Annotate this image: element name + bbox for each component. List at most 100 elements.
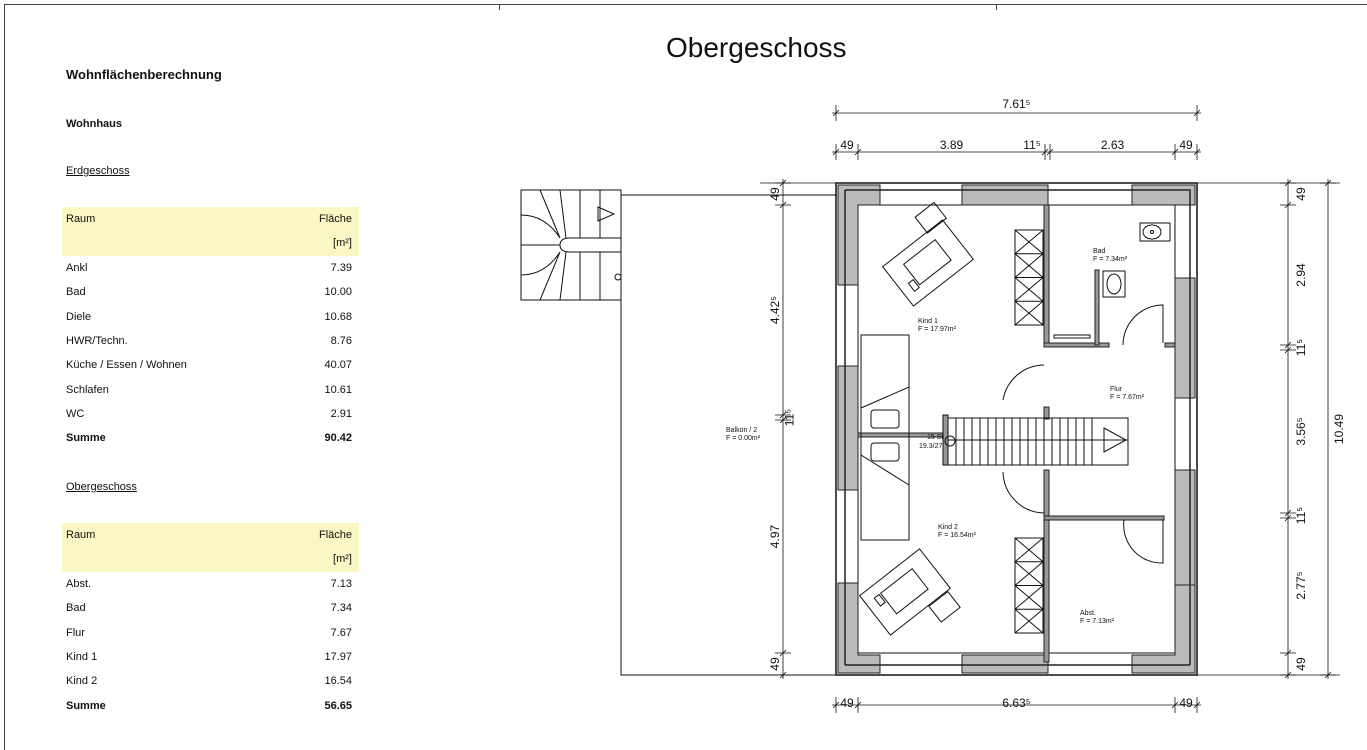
desk (858, 548, 961, 636)
room-area: 7.34 (330, 602, 352, 615)
dimension-label: 4.97 (768, 524, 782, 548)
col-room: Raum (66, 213, 96, 225)
furniture (860, 334, 910, 541)
dimension-label: 49 (1179, 696, 1193, 710)
table-row: Schlafen 10.61 (66, 384, 352, 400)
table-header-row: Raum Fläche (66, 213, 352, 229)
door-kind2 (1002, 471, 1045, 514)
room-name: Flur (66, 626, 85, 639)
wardrobe (1014, 229, 1044, 326)
room-name: Abst. (66, 578, 92, 590)
room-area: 8.76 (330, 334, 352, 347)
door-kind1 (1002, 364, 1045, 401)
internal-stair (942, 414, 1129, 466)
dimension-label: 6.63⁵ (1002, 696, 1030, 710)
page-frame (4, 4, 1367, 750)
room-area: 16.54 (324, 675, 352, 688)
sum-value: 56.65 (324, 699, 352, 712)
dimension-label: 2.77⁵ (1294, 571, 1308, 599)
room-name: Kind 1 (66, 650, 98, 663)
door-abst (1123, 519, 1164, 564)
room-area: 10.00 (324, 286, 352, 299)
room-label-area: F = 17.97m² (918, 326, 957, 333)
room-name: Schlafen (66, 383, 109, 396)
room-area: 10.61 (324, 383, 352, 396)
room-label-area: F = 16.54m² (938, 532, 977, 539)
room-label-name: Kind 2 (938, 524, 958, 531)
room-area: 2.91 (330, 407, 352, 420)
room-area: 7.39 (330, 262, 352, 274)
dimension-label: 11⁵ (1023, 138, 1040, 152)
dimension-label: 49 (1294, 657, 1308, 671)
room-name: Diele (66, 310, 92, 323)
dimension-label: 49 (768, 187, 782, 201)
col-area: Fläche (318, 213, 352, 225)
sum-label: Summe (66, 699, 106, 712)
col-room: Raum (66, 529, 96, 541)
room-area: 7.67 (330, 626, 352, 639)
table-sum-row: Summe 56.65 (66, 700, 352, 716)
section-heading: Obergeschoss (66, 481, 137, 493)
doc-title: Wohnflächenberechnung (66, 67, 222, 82)
dimension-label: 11⁵ (783, 409, 797, 426)
dimension-label: 3.56⁵ (1294, 417, 1308, 445)
table-header (62, 523, 359, 572)
table-unit-row: [m²] (66, 237, 352, 253)
ruler-tick (996, 5, 997, 10)
room-name: WC (66, 407, 85, 420)
room-name: Küche / Essen / Wohnen (66, 359, 187, 372)
room-name: HWR/Techn. (66, 334, 128, 347)
room-label-area: F = 7.67m² (1110, 394, 1145, 401)
wardrobe (1014, 537, 1044, 634)
dimension-label: 49 (840, 138, 854, 152)
dimension-label: 49 (768, 657, 782, 671)
dimension-label: 49 (1179, 138, 1193, 152)
room-area: 10.68 (324, 310, 352, 323)
table-row: Diele 10.68 (66, 311, 352, 327)
table-header (62, 207, 359, 256)
section-heading: Erdgeschoss (66, 165, 130, 177)
table-row: Abst. 7.13 (66, 578, 352, 594)
ruler-tick (499, 5, 500, 10)
dimension-label: 11⁵ (1294, 507, 1308, 524)
table-row: Ankl 7.39 (66, 262, 352, 278)
table-row: WC 2.91 (66, 408, 352, 424)
dimension-label: 49 (840, 696, 854, 710)
col-area: Fläche (318, 529, 352, 541)
external-stair (520, 189, 622, 301)
interior-walls (857, 204, 1176, 663)
room-label-name: Balkon / 2 (726, 427, 757, 434)
room-name: Bad (66, 286, 86, 299)
room-label-name: Bad (1093, 248, 1106, 255)
room-label-name: Flur (1110, 386, 1123, 393)
room-label-area: F = 7.34m² (1093, 256, 1128, 263)
room-area: 17.97 (324, 650, 352, 663)
table-row: Bad 10.00 (66, 286, 352, 302)
table-row: Flur 7.67 (66, 627, 352, 643)
dimension-label: 7.61⁵ (1002, 97, 1030, 111)
room-label-name: Abst. (1080, 610, 1096, 617)
stair-ratio: 19.3/27 (919, 443, 942, 450)
dimension-label: 11⁵ (1294, 339, 1308, 356)
table-unit-row: [m²] (66, 553, 352, 569)
dimension-lines (621, 105, 1340, 713)
table-row: Kind 2 16.54 (66, 675, 352, 691)
stair-steps: 15 St (927, 434, 943, 441)
door-bad (1122, 304, 1164, 346)
plan-title: Obergeschoss (666, 32, 847, 63)
room-name: Ankl (66, 262, 88, 274)
dimension-label: 10.49 (1332, 414, 1346, 444)
room-area: 7.13 (330, 578, 352, 590)
table-header-row: Raum Fläche (66, 529, 352, 545)
dimension-label: 49 (1294, 187, 1308, 201)
room-label-area: F = 0.00m² (726, 435, 761, 442)
room-name: Kind 2 (66, 675, 98, 688)
table-row: Kind 1 17.97 (66, 651, 352, 667)
dimension-label: 2.94 (1294, 263, 1308, 287)
dimension-label: 2.63 (1101, 138, 1125, 152)
room-label-area: F = 7.13m² (1080, 618, 1115, 625)
bathroom-fixtures (1053, 222, 1171, 339)
table-row: HWR/Techn. 8.76 (66, 335, 352, 351)
